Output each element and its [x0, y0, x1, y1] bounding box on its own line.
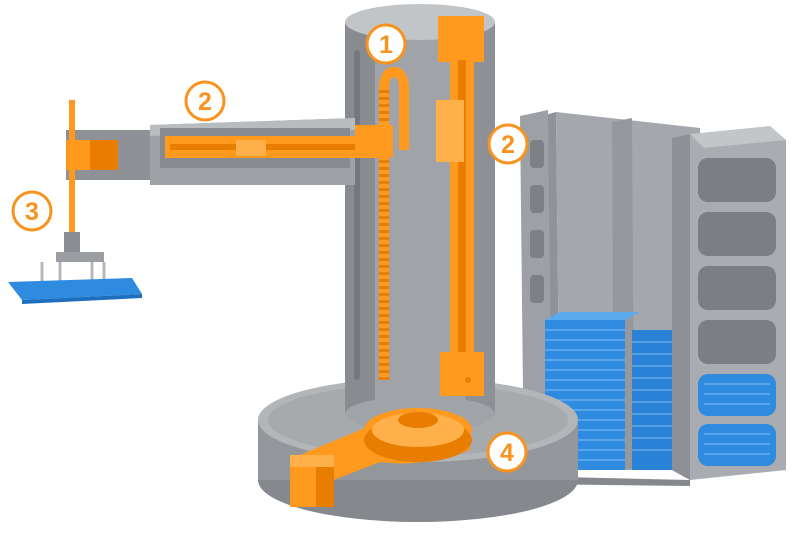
svg-text:1: 1 [379, 31, 393, 59]
held-tray [8, 278, 142, 304]
svg-text:2: 2 [198, 88, 212, 116]
rotary-drive [290, 408, 472, 507]
storage-rack [520, 110, 786, 486]
horizontal-arm [66, 118, 393, 185]
callout-3: 3 [11, 190, 53, 232]
callout-2-column: 2 [487, 123, 529, 165]
svg-text:2: 2 [501, 131, 515, 159]
cable-chain [379, 66, 409, 380]
rack-bottom-trays [698, 374, 776, 466]
vertical-linear-axis [436, 16, 484, 396]
svg-text:3: 3 [25, 198, 39, 226]
callout-4: 4 [486, 431, 528, 473]
callout-1: 1 [365, 23, 407, 65]
svg-text:4: 4 [500, 439, 514, 467]
callout-2-arm: 2 [184, 80, 226, 122]
